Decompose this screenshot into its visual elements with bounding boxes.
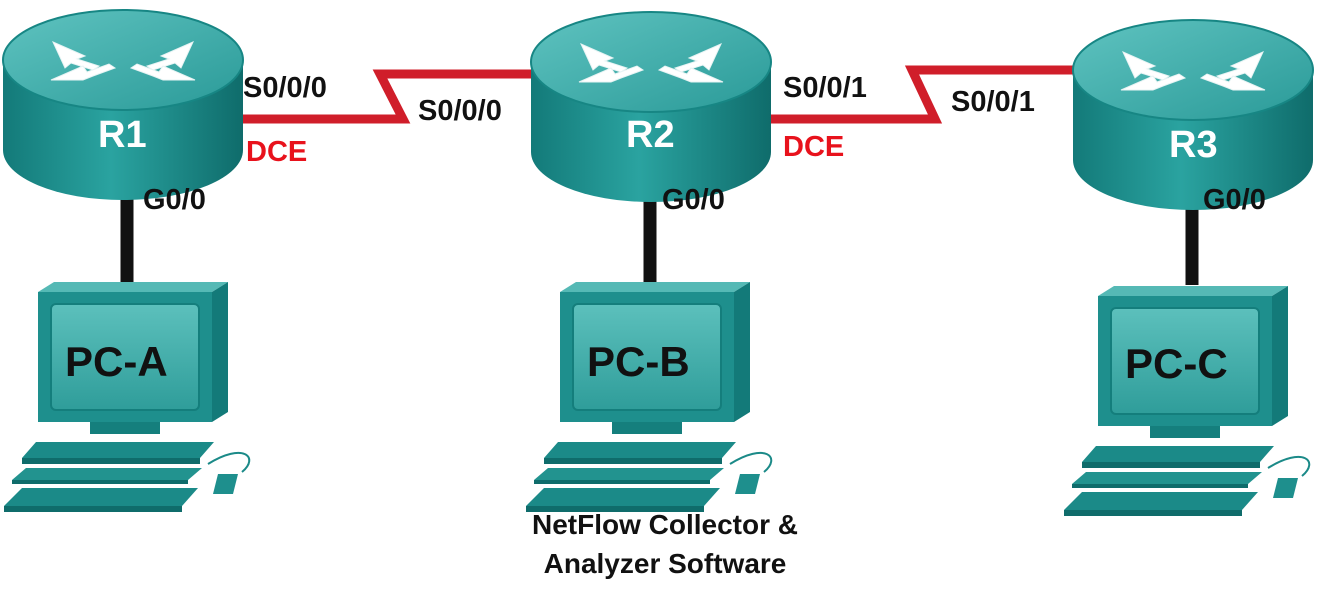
r1-dce-label: DCE	[246, 136, 308, 168]
note-line-1: NetFlow Collector &	[531, 509, 798, 540]
serial-link-r2-r3	[758, 65, 1080, 124]
pc-label-pc-c: PC-C	[1125, 340, 1228, 387]
router-label-r2: R2	[626, 114, 675, 156]
serial-link-r1-r2	[232, 69, 552, 124]
r1-gigabit-interface-label: G0/0	[143, 184, 206, 216]
pc-icon[interactable]	[3, 281, 251, 513]
pc-label-pc-a: PC-A	[65, 338, 168, 385]
r2-gigabit-interface-label: G0/0	[662, 184, 725, 216]
note-line-2: Analyzer Software	[543, 548, 787, 580]
router-icon[interactable]	[1072, 19, 1314, 211]
r3-gigabit-interface-label: G0/0	[1203, 184, 1266, 216]
r3-serial-interface-label: S0/0/1	[951, 86, 1035, 118]
r2-serial-interface-label-right: S0/0/1	[783, 72, 867, 104]
router-label-r1: R1	[98, 114, 147, 156]
r2-dce-label: DCE	[783, 131, 845, 163]
r1-serial-interface-label: S0/0/0	[243, 72, 327, 104]
pc-b-software-note: NetFlow Collector & Analyzer Software	[480, 505, 850, 583]
router-label-r3: R3	[1169, 124, 1218, 166]
pc-icon[interactable]	[1063, 285, 1311, 517]
pc-label-pc-b: PC-B	[587, 338, 690, 385]
pc-icon[interactable]	[525, 281, 773, 513]
r2-serial-interface-label-left: S0/0/0	[418, 95, 502, 127]
router-icon[interactable]	[2, 9, 244, 201]
router-icon[interactable]	[530, 11, 772, 203]
